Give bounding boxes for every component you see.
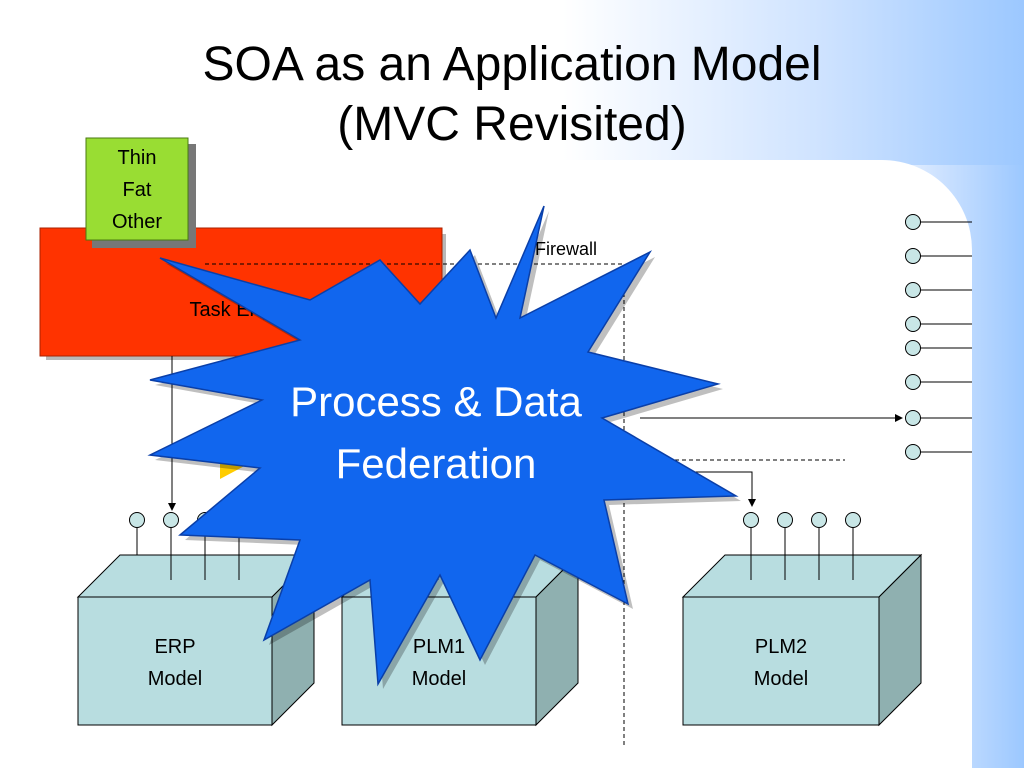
service-interface-node [905,340,921,356]
process-data-federation-starburst: Process & Data Federation [147,205,741,689]
service-interface-node [905,282,921,298]
slide-title-line2: (MVC Revisited) [337,98,687,151]
plm2-connector-arrow [678,471,756,507]
erp-interface-node [163,512,179,528]
client-type-fat: Fat [123,179,152,201]
starburst-label-line1: Process & Data [290,378,582,425]
plm2-model-label-line1: PLM2 [755,636,807,658]
client-type-thin: Thin [118,147,157,169]
service-interfaces [905,214,972,460]
plm2-interface-node [845,512,861,528]
erp-model-label-line1: ERP [154,636,195,658]
erp-interface-node [129,512,145,528]
plm2-interface-node [811,512,827,528]
client-type-other: Other [112,211,162,233]
plm2-interface-node [777,512,793,528]
plm1-model-label-line2: Model [412,668,466,690]
erp-model-label-line2: Model [148,668,202,690]
service-interface-node [905,374,921,390]
service-interface-node [905,214,921,230]
slide-title-line1: SOA as an Application Model [202,38,822,91]
plm2-model-label-line2: Model [754,668,808,690]
service-interface-node [905,444,921,460]
plm2-model: PLM2 Model [681,512,923,727]
service-interface-node [905,248,921,264]
service-interface-node [905,410,921,426]
client-type-box: Thin Fat Other [85,137,196,248]
plm1-model-label-line1: PLM1 [413,636,465,658]
firewall: Firewall [205,239,625,745]
plm2-interface-node [743,512,759,528]
service-interface-node [905,316,921,332]
firewall-label: Firewall [535,239,597,259]
starburst-label-line2: Federation [336,440,537,487]
